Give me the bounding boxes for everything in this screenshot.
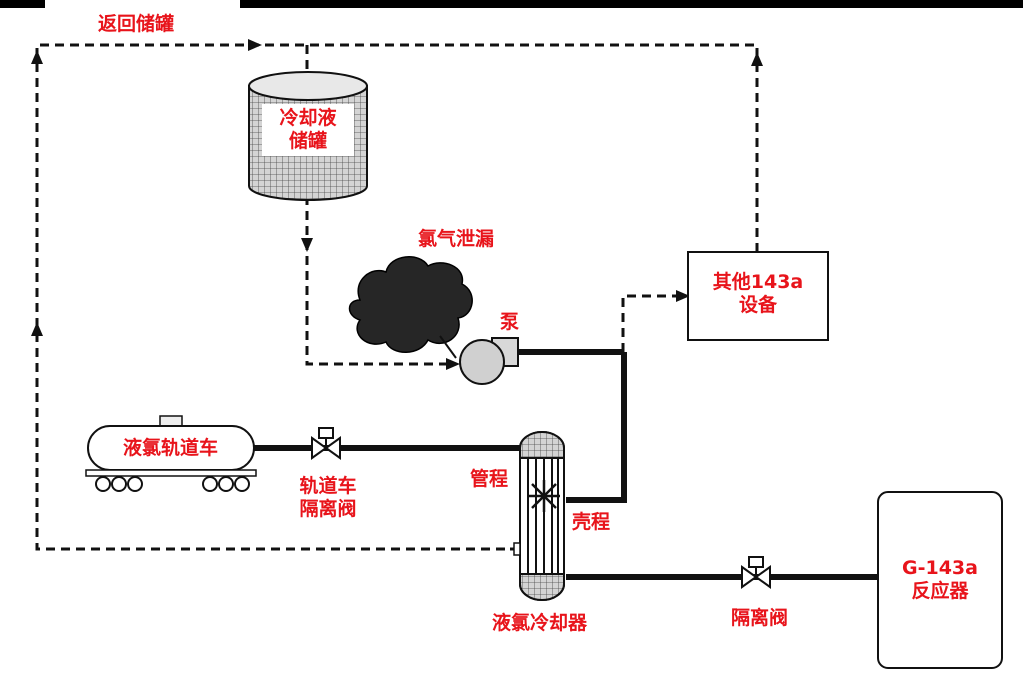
pump <box>459 337 519 385</box>
return-loop-arrow-up-upper <box>31 50 43 64</box>
return-loop-arrow-up-lower <box>31 322 43 336</box>
solid-pipes <box>252 349 878 580</box>
reactor-isolation-valve <box>741 556 771 589</box>
tank-to-pump-arrow-down <box>301 238 313 252</box>
top-border-bar <box>0 0 1023 8</box>
return-to-tank-label: 返回储罐 <box>98 13 175 35</box>
to-equipment-arrow <box>676 290 690 302</box>
return-loop-arrow-from-equipment <box>751 52 763 66</box>
other-equipment-label: 其他143a 设备 <box>688 271 828 317</box>
chlorine-cooler <box>510 431 565 601</box>
return-loop-arrow-right <box>248 39 262 51</box>
rail-car-valve <box>311 427 341 460</box>
reactor-label-line1: G-143a <box>902 557 978 579</box>
chlorine-cooler-label: 液氯冷却器 <box>492 612 588 634</box>
coolant-tank-label-line1: 冷却液 <box>279 107 337 129</box>
tank-to-pump-arrow-right <box>446 358 460 370</box>
coolant-tank-label-line2: 储罐 <box>288 130 327 152</box>
rail-car-valve-label: 轨道车 隔离阀 <box>292 475 364 521</box>
pump-label: 泵 <box>500 311 520 333</box>
tube-side-label: 管程 <box>470 468 509 490</box>
to-equipment-line <box>621 294 678 352</box>
other-equipment-label-line1: 其他143a <box>712 271 804 293</box>
chlorine-leak-label: 氯气泄漏 <box>418 228 495 250</box>
reactor-box <box>877 491 1003 669</box>
isolation-valve-label: 隔离阀 <box>731 607 789 629</box>
coolant-tank-label: 冷却液 储罐 <box>262 107 354 153</box>
top-border-gap <box>45 0 240 8</box>
other-equipment-box <box>687 251 829 341</box>
reactor-label-line2: 反应器 <box>911 580 969 602</box>
coolant-tank <box>248 71 368 201</box>
tank-to-pump-line <box>305 196 448 366</box>
shell-side-label: 壳程 <box>572 511 611 533</box>
rail-car <box>85 415 257 492</box>
chlorine-leak-cloud <box>348 256 473 353</box>
leak-pointer <box>439 335 457 359</box>
other-equipment-label-line2: 设备 <box>738 294 777 316</box>
rail-car-valve-label-line2: 隔离阀 <box>299 498 357 520</box>
return-loop-line <box>35 43 759 551</box>
rail-car-valve-label-line1: 轨道车 <box>299 475 357 497</box>
reactor-label: G-143a 反应器 <box>878 557 1002 603</box>
rail-car-label: 液氯轨道车 <box>123 437 219 459</box>
